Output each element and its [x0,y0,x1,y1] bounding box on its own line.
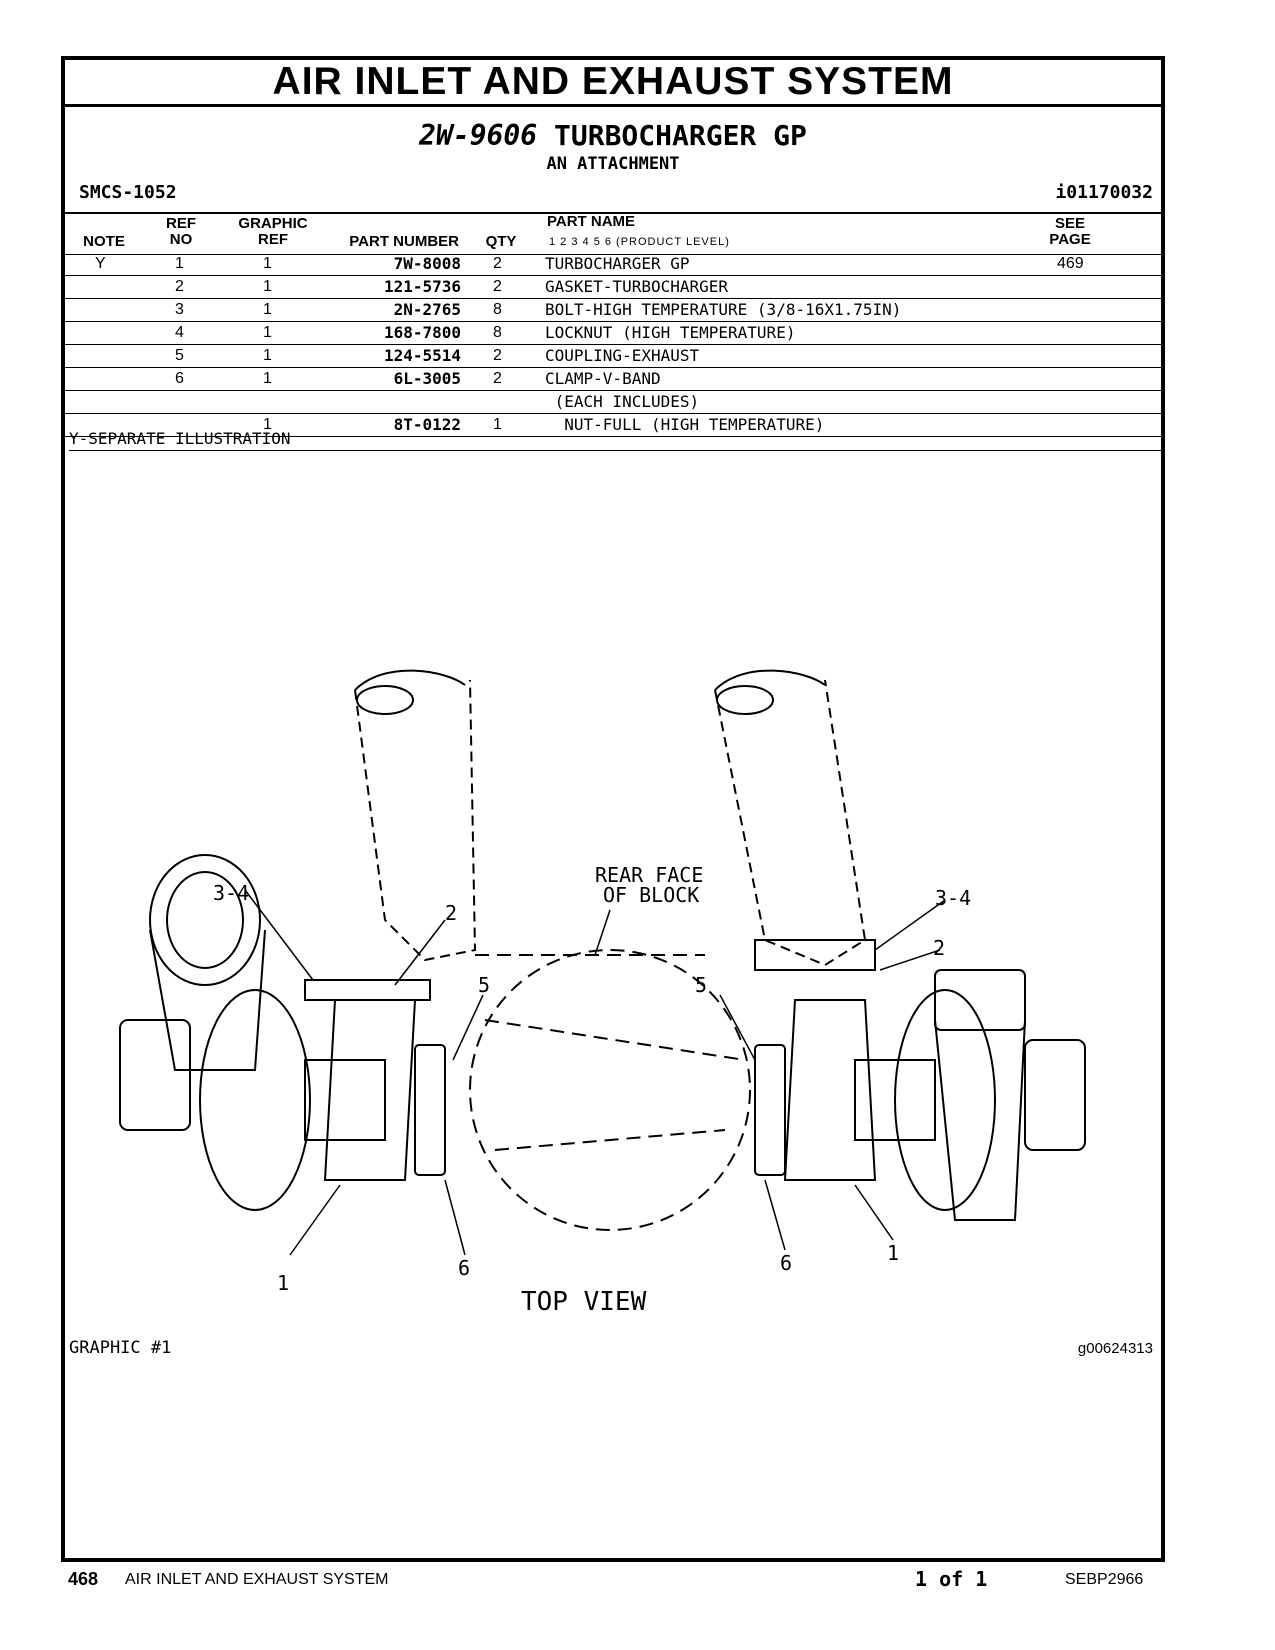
callout-3-4-right: 3-4 [935,886,971,910]
callout-6-left: 6 [458,1256,470,1280]
cell-qty: 8 [493,324,502,341]
group-part-number: 2W-9606 [419,119,538,152]
table-row: 1 8T-0122 1 NUT-FULL (HIGH TEMPERATURE) [65,414,1161,437]
page-frame: AIR INLET AND EXHAUST SYSTEM 2W-9606 TUR… [61,56,1165,1562]
graphic-id: g00624313 [1077,1340,1153,1357]
section-title: AIR INLET AND EXHAUST SYSTEM [272,60,954,103]
header-graphic-top: GRAPHIC [238,215,308,232]
cell-graphic: 1 [263,347,272,364]
header-ref-top: REF [166,215,196,232]
table-row: 2 1 121-5736 2 GASKET-TURBOCHARGER [65,276,1161,299]
cell-graphic: 1 [263,416,272,433]
turbocharger-right [754,939,1086,1221]
cell-part-number: 7W-8008 [393,254,461,273]
cell-graphic: 1 [263,255,272,272]
cell-part-name: (EACH INCLUDES) [545,392,700,411]
cell-qty: 8 [493,301,502,318]
cell-graphic: 1 [263,301,272,318]
leader-lines [244,889,946,1256]
cell-graphic: 1 [263,278,272,295]
cell-graphic: 1 [263,370,272,387]
cell-graphic: 1 [263,324,272,341]
parts-table-header: NOTE REF NO GRAPHIC REF PART NUMBER QTY … [65,212,1161,255]
header-qty: QTY [485,233,517,250]
callout-5-left: 5 [478,973,490,997]
section-title-band: AIR INLET AND EXHAUST SYSTEM [65,60,1161,107]
cell-part-number: 6L-3005 [393,369,461,388]
exhaust-elbow-right [714,669,867,967]
footer-page-number: 468 [68,1569,99,1589]
rear-face-label-line1: REAR FACE [595,863,703,887]
turbocharger-illustration: 3-4 2 5 6 1 3-4 2 5 6 1 REAR FACE OF BLO… [119,669,1086,1317]
cell-note: Y [95,255,106,272]
table-row: 5 1 124-5514 2 COUPLING-EXHAUST [65,345,1161,368]
footer-doc-code: SEBP2966 [1065,1571,1144,1588]
cell-part-number: 121-5736 [383,277,461,296]
exhaust-elbow-left [354,669,477,962]
table-row: Y 1 1 7W-8008 2 TURBOCHARGER GP 469 [65,253,1161,276]
table-row: 6 1 6L-3005 2 CLAMP-V-BAND [65,368,1161,391]
cell-part-name: COUPLING-EXHAUST [545,346,700,365]
smcs-code: SMCS-1052 [79,182,177,203]
cell-part-number: 124-5514 [383,346,461,365]
header-ref-bottom: NO [169,231,193,248]
cell-part-number: 168-7800 [383,323,461,342]
cell-ref: 2 [175,278,184,295]
group-title: 2W-9606 TURBOCHARGER GP [65,119,1161,152]
cell-part-number: 2N-2765 [393,300,461,319]
table-row: 4 1 168-7800 8 LOCKNUT (HIGH TEMPERATURE… [65,322,1161,345]
callout-5-right: 5 [695,973,707,997]
cell-ref: 4 [175,324,184,341]
header-product-level: 1 2 3 4 5 6 (PRODUCT LEVEL) [549,236,730,248]
document-id: i01170032 [1055,182,1153,203]
cell-part-name: CLAMP-V-BAND [545,369,661,388]
callout-labels: 3-4 2 5 6 1 3-4 2 5 6 1 REAR FACE OF BLO… [213,863,971,1317]
engine-block-outline [469,949,751,1231]
cell-qty: 2 [493,370,502,387]
table-row: 3 1 2N-2765 8 BOLT-HIGH TEMPERATURE (3/8… [65,299,1161,322]
callout-1-left: 1 [277,1271,289,1295]
cell-ref: 5 [175,347,184,364]
v-band-clamps [414,1044,786,1176]
smcs-row: SMCS-1052 i01170032 [79,182,1153,203]
group-subtitle: AN ATTACHMENT [546,154,680,174]
cell-part-number: 8T-0122 [393,415,461,434]
cell-part-name: NUT-FULL (HIGH TEMPERATURE) [545,415,825,434]
header-see-bottom: PAGE [1049,231,1091,248]
cell-ref: 3 [175,301,184,318]
footer-section: AIR INLET AND EXHAUST SYSTEM [125,1571,389,1588]
cell-part-name: TURBOCHARGER GP [545,254,690,273]
graphic-label: GRAPHIC #1 [69,1338,172,1358]
cell-see-page: 469 [1057,255,1084,272]
footer-page-of: 1 of 1 [915,1567,988,1591]
rear-face-label-line2: OF BLOCK [603,883,699,907]
view-label: TOP VIEW [521,1287,647,1317]
header-see-top: SEE [1054,215,1085,232]
table-footnote: Y-SEPARATE ILLUSTRATION [69,428,1161,451]
page-footer: 468 AIR INLET AND EXHAUST SYSTEM 1 of 1 … [0,1565,1275,1595]
cell-part-name: GASKET-TURBOCHARGER [545,277,729,296]
header-graphic-bottom: REF [258,231,288,248]
callout-6-right: 6 [780,1251,792,1275]
callout-3-4-left: 3-4 [213,881,249,905]
header-part-number: PART NUMBER [349,233,459,250]
cell-qty: 2 [493,255,502,272]
cell-part-name: LOCKNUT (HIGH TEMPERATURE) [545,323,796,342]
header-part-name: PART NAME [547,213,636,230]
cell-qty: 2 [493,347,502,364]
cell-ref: 1 [175,255,184,272]
callout-2-left: 2 [445,901,457,925]
cell-ref: 6 [175,370,184,387]
callout-1-right: 1 [887,1241,899,1265]
table-row: (EACH INCLUDES) [65,391,1161,414]
group-name: TURBOCHARGER GP [554,119,807,152]
turbocharger-left [119,854,431,1211]
cell-qty: 1 [493,416,502,433]
cell-part-name: BOLT-HIGH TEMPERATURE (3/8-16X1.75IN) [545,300,902,319]
header-note: NOTE [83,233,125,250]
callout-2-right: 2 [933,936,945,960]
cell-qty: 2 [493,278,502,295]
parts-table-body: Y 1 1 7W-8008 2 TURBOCHARGER GP 469 2 1 … [65,253,1161,437]
